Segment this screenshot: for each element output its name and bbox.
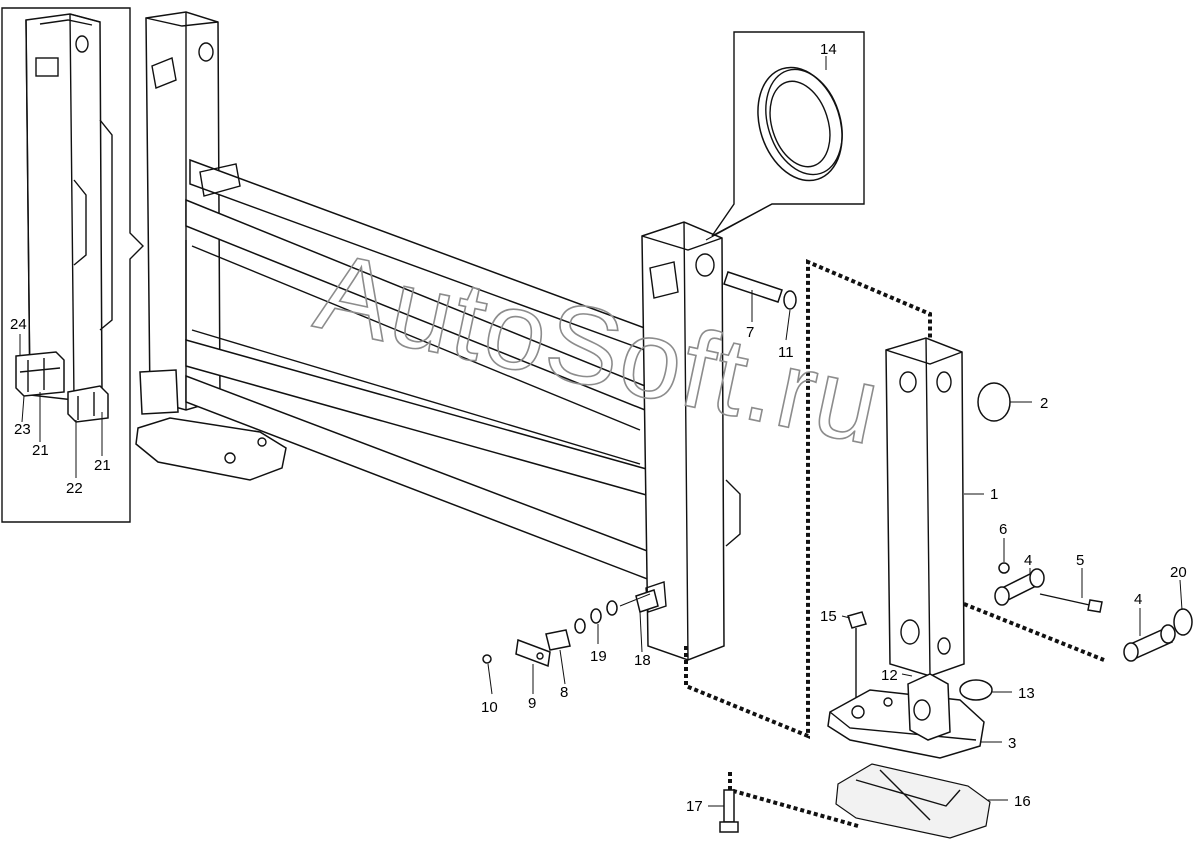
bracket-18: [635, 589, 659, 613]
callout-17: 14: [820, 41, 837, 58]
leader-lines: [19, 56, 1183, 807]
callout-2: 2: [1040, 395, 1048, 412]
washer-19b: [590, 608, 602, 624]
nut-10: [482, 654, 492, 664]
callout-18: 18: [634, 652, 651, 669]
seal-detail-box: [705, 31, 865, 241]
callout-6: 6: [999, 521, 1007, 538]
gate-frame: [135, 11, 741, 661]
callout-14: 16: [1014, 793, 1031, 810]
callout-4-upper: 4: [1024, 552, 1032, 569]
ring-12: [959, 679, 993, 701]
callout-4-lower: 4: [1134, 591, 1142, 608]
pin-7: [723, 271, 783, 303]
callout-labels: 14 7 11 2 1 6 4 5 20 4 15 12 13 3 16 17 …: [10, 41, 1187, 815]
callout-21-left: 21: [32, 442, 49, 459]
foot-pad-14: [835, 763, 991, 839]
callout-1: 1: [990, 486, 998, 503]
callout-7: 7: [746, 324, 754, 341]
assembly-path-left: [684, 258, 932, 739]
callout-10: 10: [481, 699, 498, 716]
callout-20: 20: [1170, 564, 1187, 581]
bolt-15: [723, 789, 735, 823]
watermark-text: AutoSoft.ru: [306, 229, 891, 468]
callout-21-right: 21: [94, 457, 111, 474]
cap-2: [977, 382, 1011, 422]
clamp-block-23: [15, 351, 65, 397]
inset-detail-panel: [1, 7, 144, 523]
support-leg: [885, 337, 965, 677]
ring-20: [1173, 608, 1193, 636]
left-foot-plate: [135, 417, 287, 481]
callout-22: 22: [66, 480, 83, 497]
plate-9: [515, 638, 551, 668]
callout-3: 3: [1008, 735, 1016, 752]
callout-5: 5: [1076, 552, 1084, 569]
callout-16: 15: [820, 608, 837, 625]
callout-24: 24: [10, 316, 27, 333]
callout-15: 17: [686, 798, 703, 815]
nut-6: [998, 562, 1010, 574]
assembly-path-pin: [963, 602, 1105, 662]
callout-12: 13: [1018, 685, 1035, 702]
foot-3: [827, 673, 985, 759]
callout-13: 12: [881, 667, 898, 684]
nut-16: [847, 611, 867, 629]
block-8: [545, 629, 571, 651]
callout-19: 19: [590, 648, 607, 665]
washer-19a: [574, 618, 586, 634]
callout-11: 11: [778, 344, 794, 361]
callout-8: 8: [560, 684, 568, 701]
washer-19c: [606, 600, 618, 616]
ring-11: [783, 290, 797, 310]
callout-23: 23: [14, 421, 31, 438]
bolt-5: [1039, 593, 1095, 607]
callout-9: 9: [528, 695, 536, 712]
